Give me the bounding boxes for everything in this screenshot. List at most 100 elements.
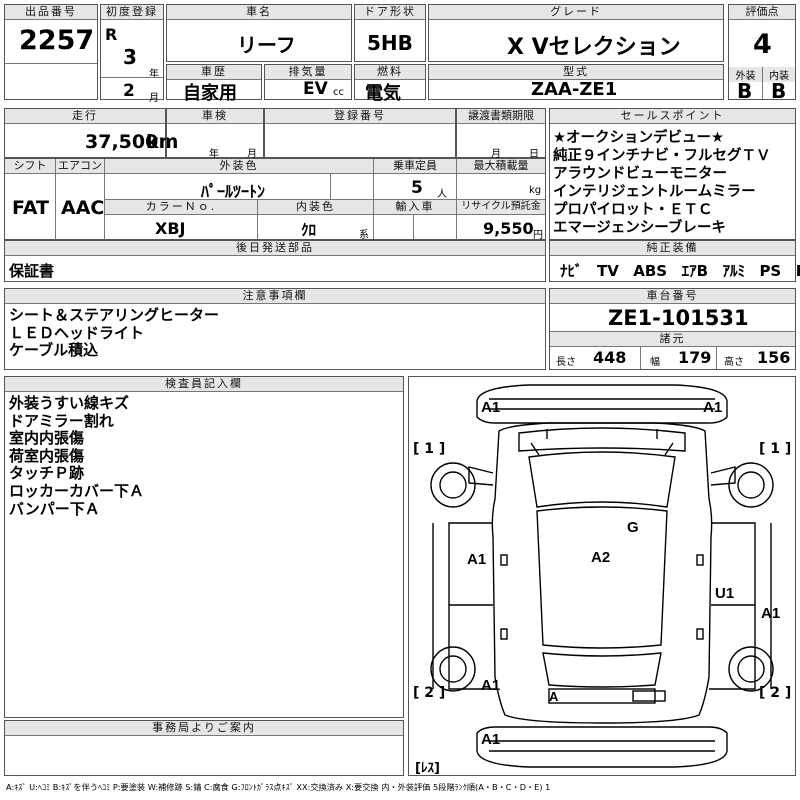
inspector-line: 外装うすい線キズ (9, 394, 130, 412)
history-value: 自家用 (183, 83, 237, 104)
damage-mark: A (549, 689, 559, 704)
equipment-item: PW (796, 262, 800, 280)
displacement-label: 排気量 (265, 65, 351, 80)
inspector-line: 荷室内張傷 (9, 446, 85, 465)
damage-mark: U1 (715, 585, 735, 602)
fuel-label: 燃料 (355, 65, 425, 80)
office-label: 事務局よりご案内 (5, 721, 403, 736)
height-value: 156 (757, 348, 791, 367)
specs-label: 諸元 (550, 331, 795, 347)
sales-list: ★オークションデビュー★ 純正９インチナビ・フルセグＴＶ アラウンドビューモニタ… (553, 129, 771, 237)
legend-text: A:ｷｽﾞ U:ﾍｺﾐ B:ｷｽﾞを伴うﾍｺﾐ P:要塗装 W:補修跡 S:錆 … (6, 782, 551, 792)
ext-color-label: 外装色 (105, 159, 373, 174)
equipment-list: ﾅﾋﾞ TV ABS ｴｱB ｱﾙﾐ PS PW (560, 260, 800, 281)
fuel-value: 電気 (365, 83, 401, 104)
equipment-item: TV (596, 262, 619, 280)
tire-label: [ 1 ] (759, 441, 792, 457)
sales-box: セールスポイント ★オークションデビュー★ 純正９インチナビ・フルセグＴＶ アラ… (549, 108, 796, 240)
displacement-value: EV (303, 79, 328, 99)
reg-month: 2 (123, 81, 135, 101)
inspector-line: タッチＰ跡 (9, 464, 85, 483)
sales-line: インテリジェントルームミラー (553, 184, 756, 200)
door-type: 5HB (367, 31, 413, 55)
notes-list: シート＆ステアリングヒーター ＬＥＤヘッドライト ケーブル積込 (9, 306, 220, 360)
spec-grid: シフト エアコン 外装色 乗車定員 最大積載量 FAT AAC ﾊﾟｰﾙﾂｰﾄﾝ… (4, 158, 546, 241)
car-outline (430, 384, 774, 768)
equipment-item: PS (759, 262, 782, 280)
score-label: 評価点 (729, 5, 795, 20)
recycle-unit: 円 (533, 230, 543, 241)
shift-value: FAT (12, 197, 49, 219)
inspector-label: 検査員記入欄 (5, 377, 403, 392)
office-box: 事務局よりご案内 (4, 720, 404, 776)
inspector-line: ドアミラー割れ (9, 411, 114, 430)
first-reg-label: 初度登録 (101, 5, 163, 20)
shift-label: シフト (5, 159, 55, 174)
notes-line: ケーブル積込 (9, 341, 99, 360)
score-box: 評価点 4 外装 内装 B B (728, 4, 796, 103)
ext-color-value: ﾊﾟｰﾙﾂｰﾄﾝ (201, 182, 266, 201)
tire-label: [ 2 ] (759, 685, 792, 701)
damage-mark: A1 (761, 605, 781, 622)
first-reg-box: 初度登録 R 3 年 2 月 (100, 4, 164, 104)
fuel-box: 燃料 電気 (354, 64, 426, 104)
door-box: ドア形状 5HB (354, 4, 426, 62)
score-value: 4 (753, 29, 772, 60)
import-label: 輸入車 (374, 200, 456, 215)
transfer-label: 譲渡書類期限 (457, 109, 545, 124)
tire-label: [ 1 ] (413, 441, 446, 457)
inspector-line: バンパー下Ａ (9, 499, 100, 518)
damage-mark: G (627, 519, 639, 536)
notes-line: シート＆ステアリングヒーター (9, 306, 220, 324)
history-box: 車歴 自家用 (166, 64, 262, 104)
inspector-line: 室内内張傷 (9, 429, 85, 448)
history-label: 車歴 (167, 65, 261, 80)
capacity-value: 5 (411, 178, 423, 198)
inspector-list: 外装うすい線キズ ドアミラー割れ 室内内張傷 荷室内張傷 タッチＰ跡 ロッカーカ… (9, 394, 145, 518)
ac-label: エアコン (56, 159, 104, 174)
mileage-label: 走行 (5, 109, 165, 124)
model-value: ZAA-ZE1 (531, 79, 618, 100)
ext-score-label: 外装 (729, 67, 762, 82)
sales-label: セールスポイント (550, 109, 795, 124)
era: R (105, 25, 118, 44)
notes-box: 注意事項欄 シート＆ステアリングヒーター ＬＥＤヘッドライト ケーブル積込 (4, 288, 546, 370)
notes-label: 注意事項欄 (5, 289, 545, 304)
int-color-label: 内装色 (258, 200, 373, 215)
notes-line: ＬＥＤヘッドライト (9, 323, 145, 342)
max-load-label: 最大積載量 (457, 159, 545, 174)
ext-score: B (737, 79, 753, 103)
later-parts-box: 後日発送部品 保証書 (4, 240, 546, 282)
color-no-value: XBJ (155, 219, 186, 238)
inspector-line: ロッカーカバー下Ａ (9, 481, 145, 500)
width-value: 179 (678, 348, 712, 367)
transfer-box: 譲渡書類期限 月 日 (456, 108, 546, 160)
height-label: 高さ (724, 357, 744, 368)
int-score: B (771, 79, 787, 103)
int-color-unit: 系 (359, 230, 369, 241)
grade-label: グレード (429, 5, 723, 20)
sales-line: ★オークションデビュー★ (553, 130, 724, 146)
inspection-box: 車検 年 月 (166, 108, 264, 160)
inspection-year-unit: 年 (209, 149, 219, 160)
damage-mark: A1 (481, 731, 501, 748)
int-color-value: ｸﾛ (301, 221, 317, 239)
damage-mark: A2 (591, 549, 611, 566)
max-load-unit: kg (529, 185, 542, 196)
equipment-label: 純正装備 (550, 241, 795, 256)
tire-label: [ 2 ] (413, 685, 446, 701)
transfer-day-unit: 日 (529, 149, 539, 160)
reg-year-unit: 年 (149, 69, 159, 80)
car-name: リーフ (237, 33, 296, 57)
reg-year: 3 (123, 45, 137, 69)
spare-label: [ﾚｽ] (415, 761, 440, 776)
length-label: 長さ (556, 357, 576, 368)
recycle-value: 9,550 (483, 219, 534, 238)
door-label: ドア形状 (355, 5, 425, 20)
inspection-label: 車検 (167, 109, 263, 124)
reg-month-unit: 月 (149, 93, 159, 104)
width-label: 幅 (650, 357, 660, 368)
equipment-item: ｴｱB (681, 262, 709, 280)
chassis-label: 車台番号 (550, 289, 795, 304)
damage-mark: A1 (481, 677, 501, 694)
